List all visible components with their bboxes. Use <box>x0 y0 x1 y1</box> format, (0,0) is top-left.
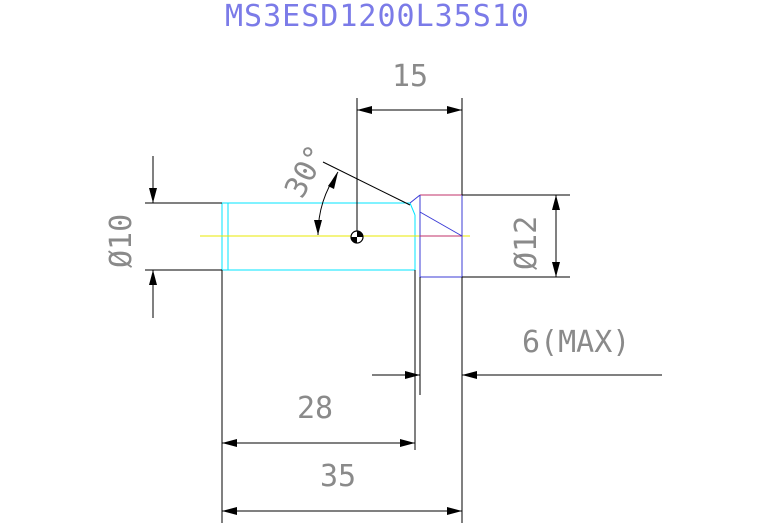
reference-point-symbol <box>350 230 364 244</box>
dimension-angle-30: 30° <box>278 139 339 236</box>
dimension-diameter-10: Ø10 <box>104 156 157 318</box>
shank-outline <box>221 202 416 271</box>
extension-lines <box>145 98 570 523</box>
part-number-title: MS3ESD1200L35S10 <box>225 0 530 34</box>
dimension-28-label: 28 <box>297 391 333 426</box>
dimension-diameter-10-label: Ø10 <box>104 214 139 268</box>
dimension-35: 35 <box>222 459 462 515</box>
dimension-diameter-12: Ø12 <box>509 195 560 277</box>
dimension-15: 15 <box>357 59 462 114</box>
dimension-diameter-12-label: Ø12 <box>509 216 544 270</box>
dimension-15-label: 15 <box>392 59 428 94</box>
dimension-28: 28 <box>222 391 415 447</box>
dimension-35-label: 35 <box>320 459 356 494</box>
dimension-6-max: 6(MAX) <box>372 325 662 379</box>
dimension-6-max-label: 6(MAX) <box>522 325 630 360</box>
head-outline <box>409 194 463 278</box>
